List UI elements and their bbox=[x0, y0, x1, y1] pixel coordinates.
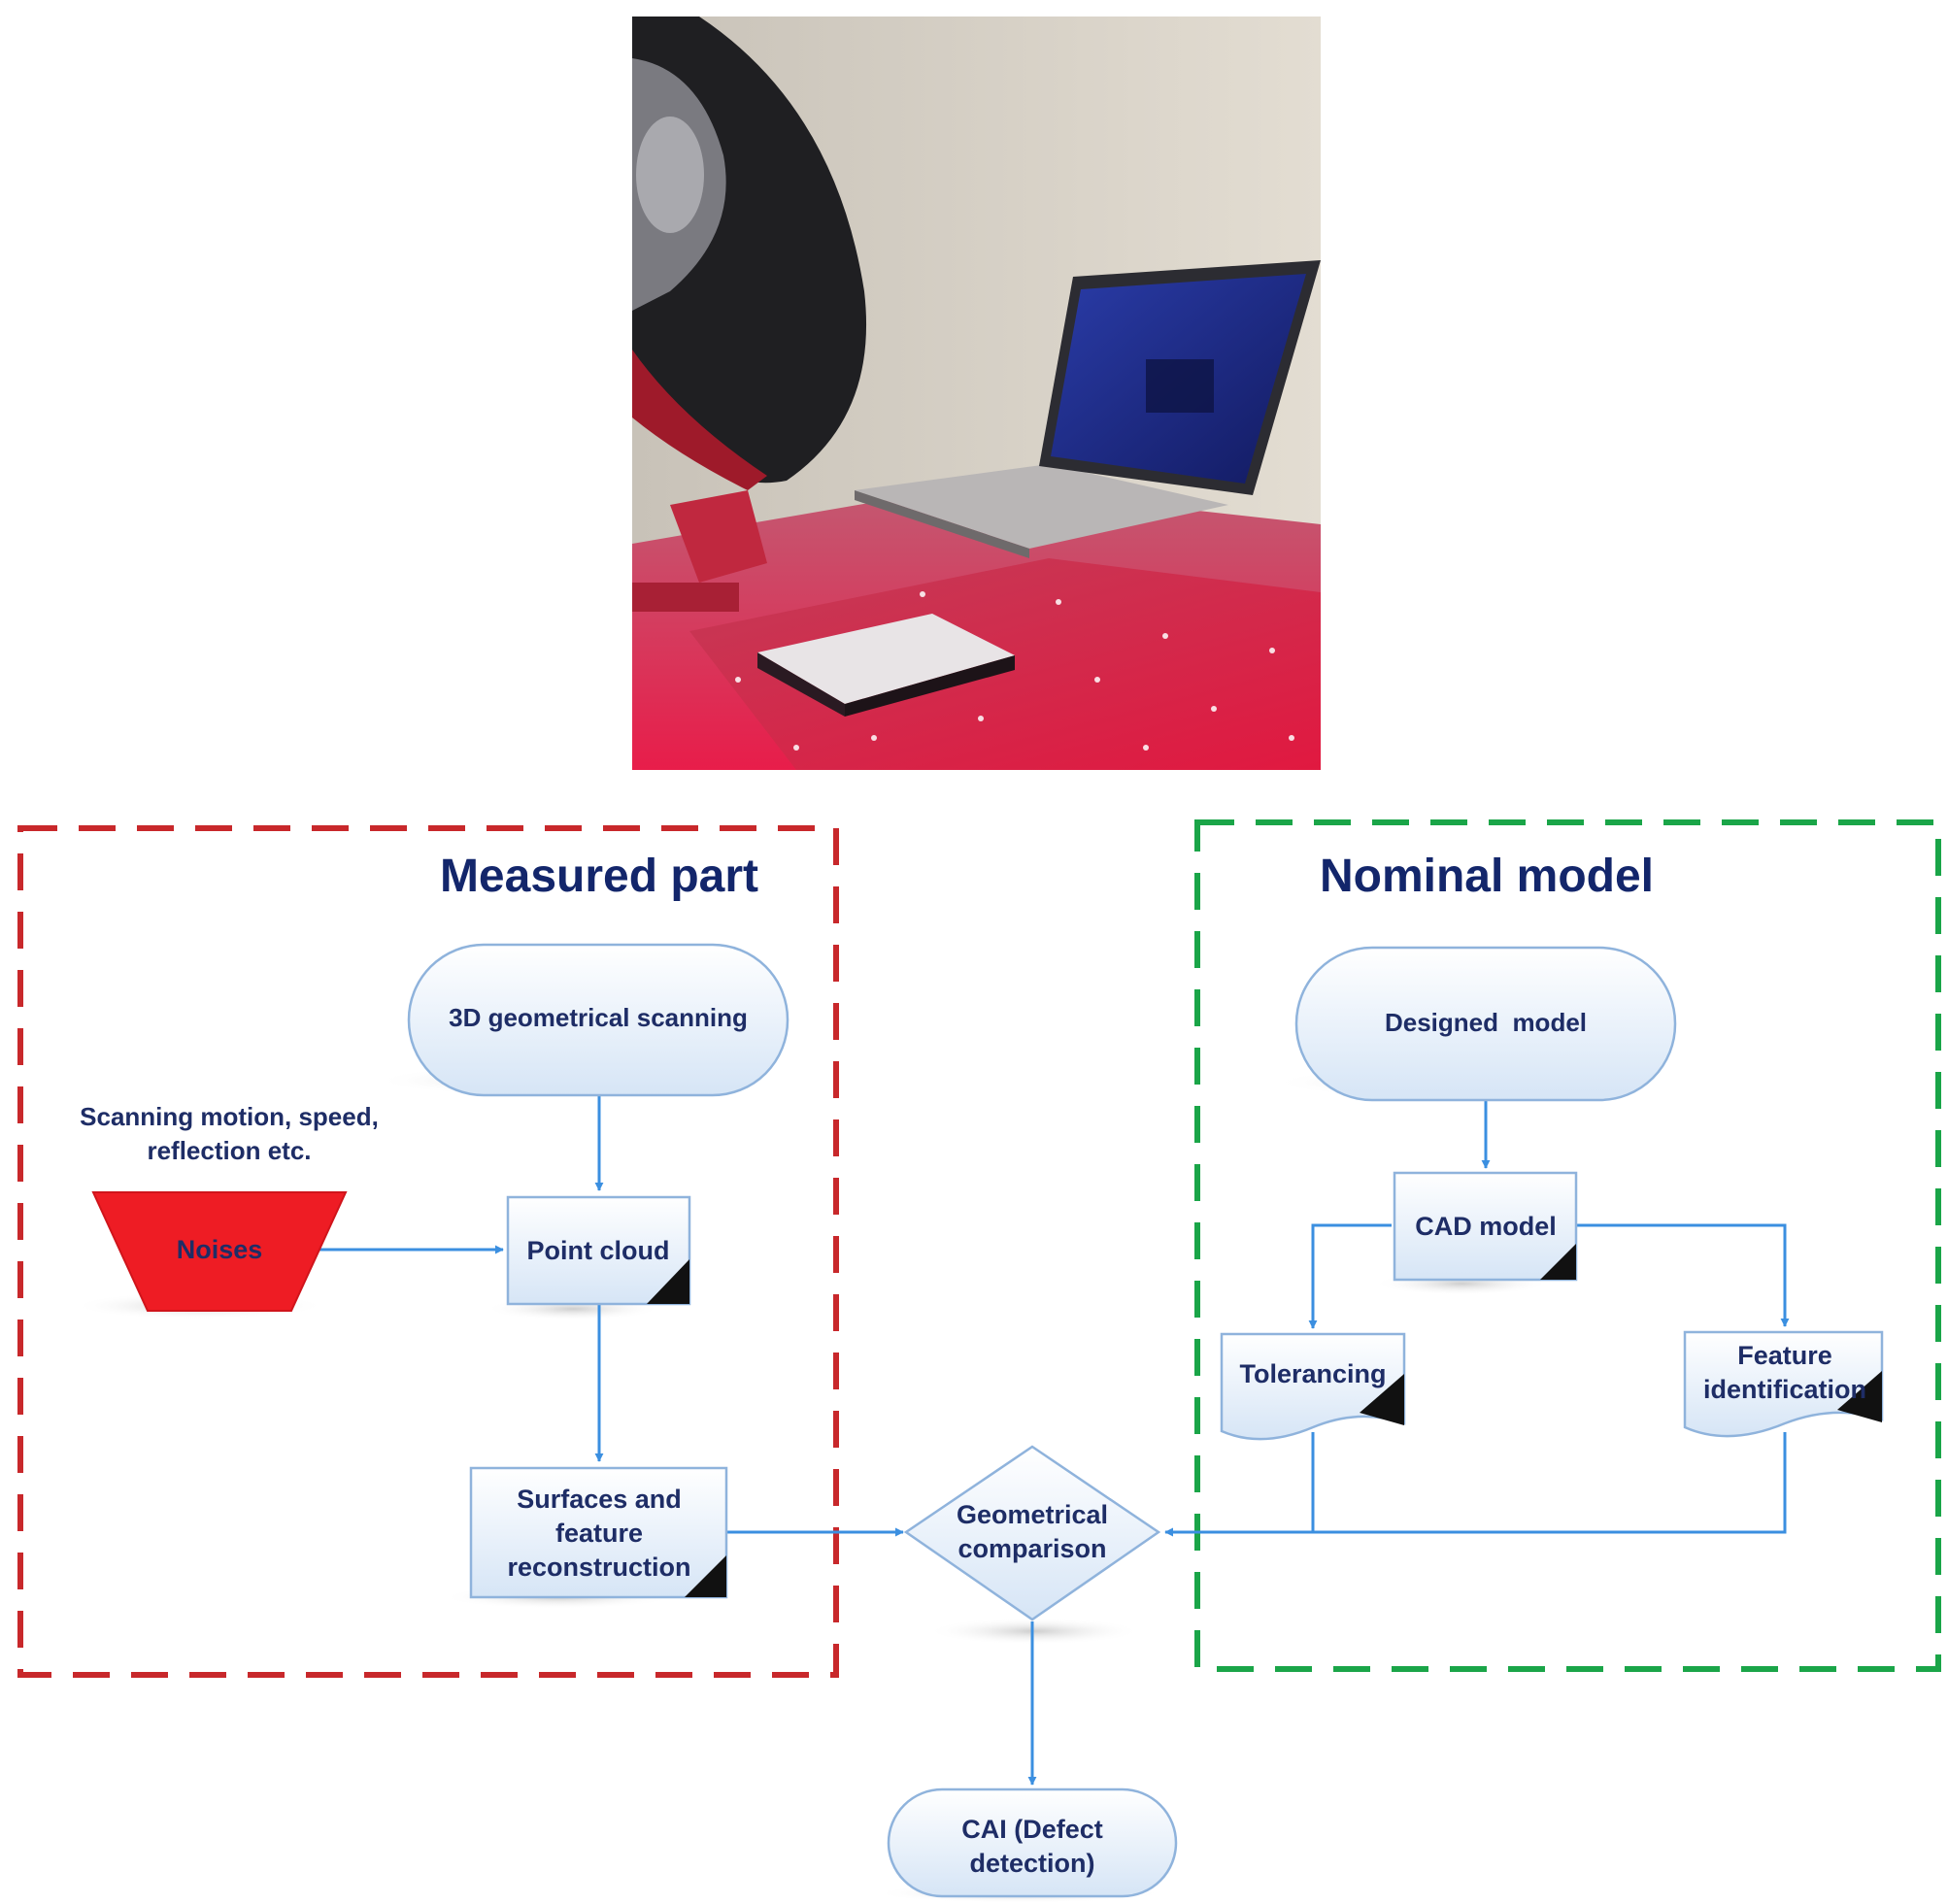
measured-part-group bbox=[17, 825, 839, 1678]
node-cai-label-1: CAI (Defect bbox=[961, 1815, 1103, 1844]
node-designed-model-label: Designed model bbox=[1385, 1008, 1587, 1037]
node-cad-model: CAD model bbox=[1393, 1171, 1578, 1282]
measured-part-title: Measured part bbox=[440, 851, 758, 902]
node-3d-scanning-label: 3D geometrical scanning bbox=[449, 1003, 748, 1032]
arrow-cad-to-feature bbox=[1576, 1223, 1790, 1327]
scanner-photo bbox=[632, 17, 1321, 770]
node-comparison-label-1: Geometrical bbox=[957, 1500, 1108, 1529]
node-geometrical-comparison: Geometrical comparison bbox=[903, 1445, 1161, 1621]
node-tolerancing: Tolerancing bbox=[1220, 1332, 1406, 1441]
noise-note-line-2: reflection etc. bbox=[147, 1136, 311, 1165]
nominal-model-title: Nominal model bbox=[1320, 851, 1654, 902]
node-surfaces-label-2: feature bbox=[555, 1519, 643, 1548]
node-noises: Noises bbox=[91, 1191, 348, 1312]
node-surfaces-label-1: Surfaces and bbox=[517, 1485, 682, 1514]
arrow-cad-to-tolerancing bbox=[1308, 1223, 1392, 1329]
node-cai: CAI (Defect detection) bbox=[887, 1787, 1178, 1898]
node-surfaces-reconstruction: Surfaces and feature reconstruction bbox=[469, 1466, 728, 1599]
node-point-cloud: Point cloud bbox=[506, 1195, 691, 1306]
node-feature-identification: Feature identification bbox=[1683, 1330, 1884, 1438]
node-surfaces-label-3: reconstruction bbox=[507, 1553, 690, 1582]
node-designed-model: Designed model bbox=[1294, 946, 1677, 1102]
arrow-feature-to-comparison bbox=[1164, 1432, 1787, 1537]
node-cad-model-label: CAD model bbox=[1415, 1212, 1557, 1241]
node-comparison-label-2: comparison bbox=[957, 1534, 1106, 1563]
node-feature-label-1: Feature bbox=[1737, 1341, 1832, 1370]
node-3d-scanning: 3D geometrical scanning bbox=[407, 943, 789, 1097]
nominal-model-group bbox=[1194, 819, 1941, 1672]
node-cai-label-2: detection) bbox=[969, 1849, 1094, 1878]
node-point-cloud-label: Point cloud bbox=[527, 1236, 670, 1265]
node-feature-label-2: identification bbox=[1703, 1375, 1866, 1404]
connectors bbox=[316, 1095, 1790, 1786]
noise-note-line-1: Scanning motion, speed, bbox=[80, 1102, 379, 1131]
node-noises-label: Noises bbox=[177, 1235, 263, 1264]
node-tolerancing-label: Tolerancing bbox=[1239, 1359, 1386, 1388]
